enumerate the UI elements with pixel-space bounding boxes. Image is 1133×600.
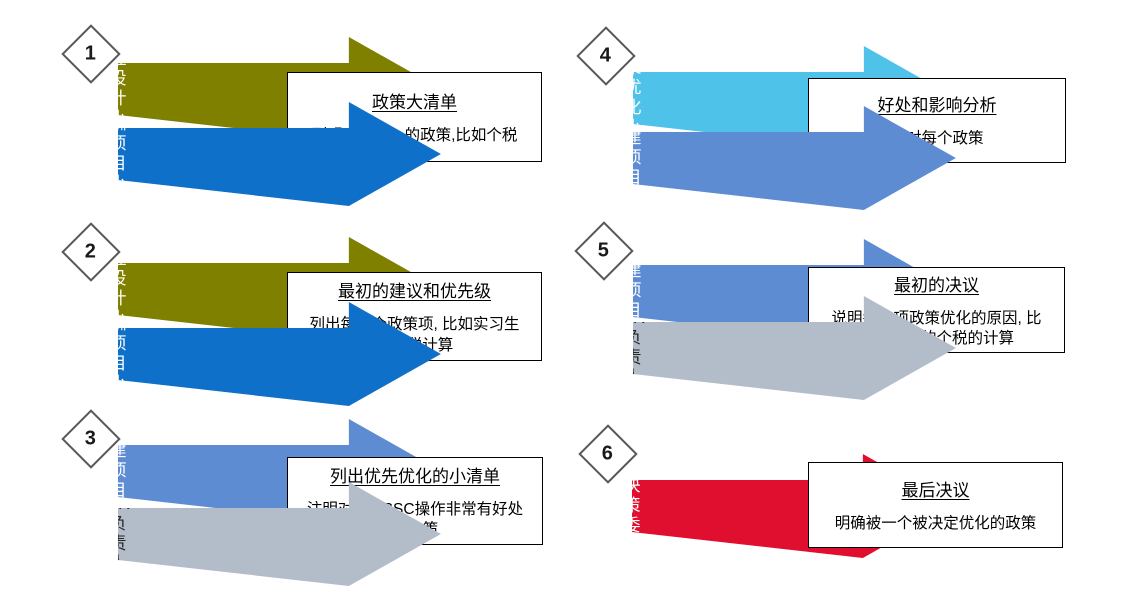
step-2-number: 2 <box>85 240 97 263</box>
step-3-number: 3 <box>85 427 97 450</box>
step-4-box-title: 好处和影响分析 <box>877 96 997 116</box>
step-2-number-diamond: 2 <box>61 222 121 282</box>
step-6-number: 6 <box>602 442 614 465</box>
step-5-number-diamond: 5 <box>574 221 634 281</box>
step-5-number: 5 <box>598 239 610 262</box>
step-4-number: 4 <box>600 44 612 67</box>
step-3-number-diamond: 3 <box>61 409 121 469</box>
step-1-number-diamond: 1 <box>61 24 121 84</box>
step-3-box-title: 列出优先优化的小清单 <box>330 466 500 486</box>
step-5-box-title: 最初的决议 <box>894 275 979 295</box>
step-6-output-box: 最后决议 明确被一个被决定优化的政策 <box>808 462 1063 548</box>
step-4-number-diamond: 4 <box>576 26 636 86</box>
step-1-box-title: 政策大清单 <box>372 92 457 112</box>
step-6-box-body: 明确被一个被决定优化的政策 <box>834 514 1037 532</box>
step-6-box-title: 最后决议 <box>901 480 970 500</box>
step-6-number-diamond: 6 <box>578 424 638 484</box>
step-2-box-title: 最初的建议和优先级 <box>338 282 491 302</box>
step-1-number: 1 <box>85 42 97 65</box>
